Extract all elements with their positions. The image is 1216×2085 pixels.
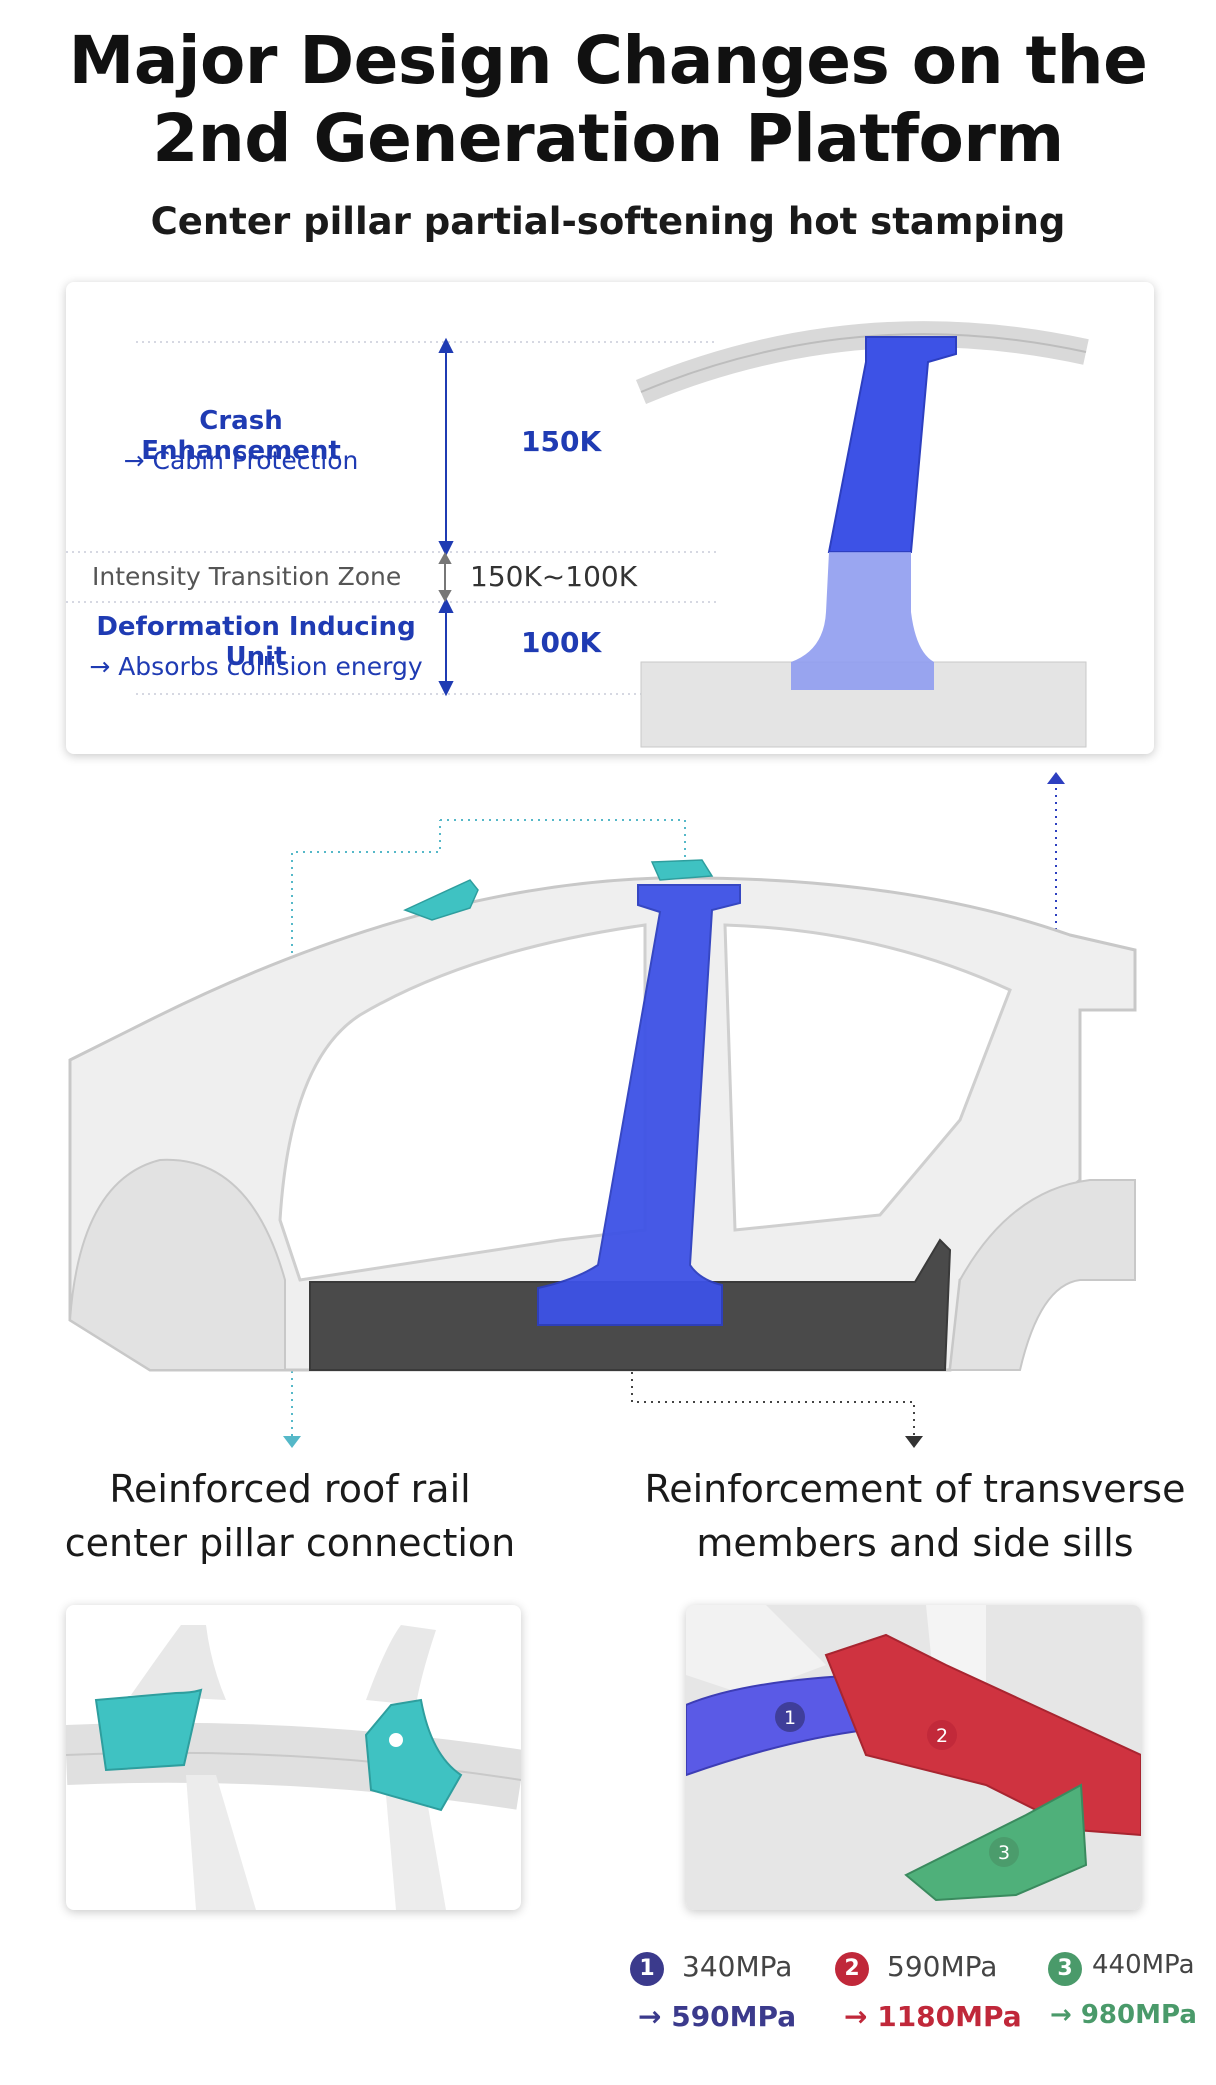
transverse-illustration: 1 2 3 [686,1605,1141,1910]
legend-before-1: 340MPa [682,1950,793,1983]
legend-badge-3: 3 [1048,1952,1082,1986]
pillar-detail-arrow-icon [1047,772,1065,784]
absorbs-energy-label: → Absorbs collision energy [89,652,423,681]
page-subtitle: Center pillar partial-softening hot stam… [150,200,1066,243]
legend-after-2: → 1180MPa [844,2000,1022,2033]
legend-before-3: 440MPa [1092,1950,1195,1980]
roof-rail-card [66,1605,521,1910]
transverse-card: 1 2 3 [686,1605,1141,1910]
roof-rail-illustration [66,1625,521,1910]
legend-badge-1: 1 [630,1952,664,1986]
pillar-zone-card: Crash Enhancement → Cabin Protection 150… [66,282,1154,754]
deformation-zone-value: 100K [521,626,602,659]
transition-zone-label: Intensity Transition Zone [92,562,402,591]
legend-after-3: → 980MPa [1050,2000,1197,2030]
svg-text:2: 2 [936,1725,948,1747]
transverse-caption-line-2: members and side sills [696,1521,1134,1565]
transition-zone-value: 150K~100K [470,560,638,593]
svg-text:3: 3 [998,1842,1010,1864]
roof-rail-caption-line-1: Reinforced roof rail [109,1467,471,1511]
roof-rail-caption-line-2: center pillar connection [64,1521,516,1565]
page-title-line-2: 2nd Generation Platform [152,100,1064,177]
legend-after-1: → 590MPa [638,2000,797,2033]
car-body-illustration [68,772,1137,1448]
strength-legend: 1 340MPa → 590MPa 2 590MPa → 1180MPa 3 4… [630,1950,1216,2060]
sill-arrow-icon [905,1436,923,1448]
deformation-unit-heading: Deformation Inducing Unit [96,612,416,672]
cabin-protection-label: → Cabin Protection [123,446,359,475]
legend-before-2: 590MPa [887,1950,998,1983]
pillar-zone-illustration [66,321,1089,748]
crash-enhancement-heading: Crash Enhancement [141,406,341,466]
page-title-line-1: Major Design Changes on the [68,22,1148,99]
legend-badge-2: 2 [835,1952,869,1986]
crash-zone-value: 150K [521,425,602,458]
transverse-caption-line-1: Reinforcement of transverse [644,1467,1186,1511]
roof-rail-arrow-icon [283,1436,301,1448]
svg-text:1: 1 [784,1707,796,1729]
